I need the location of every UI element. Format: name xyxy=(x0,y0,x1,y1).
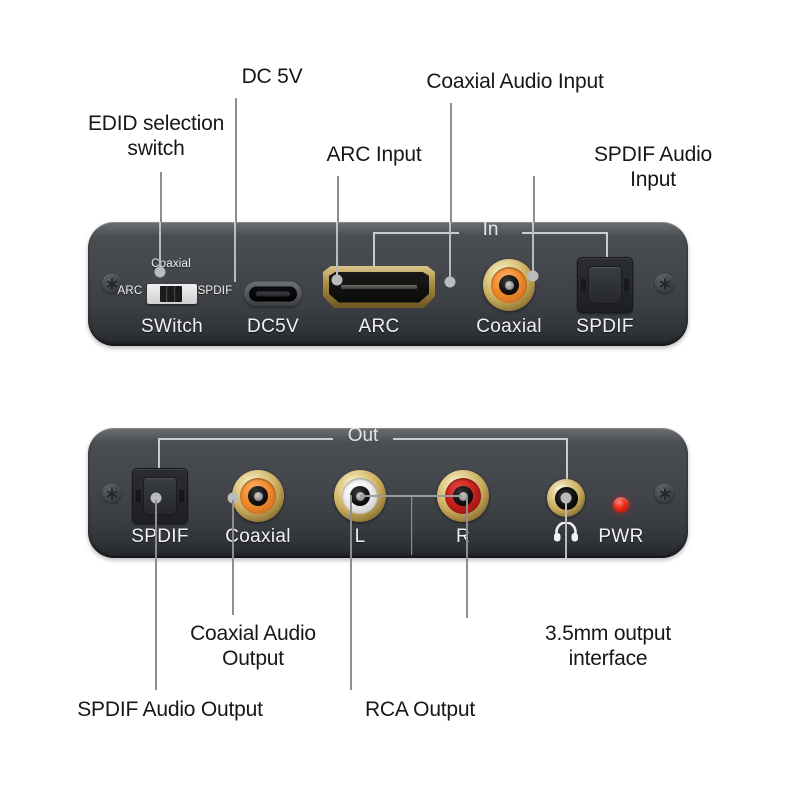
screw-right-top-panel xyxy=(655,274,674,293)
rca-coaxial-jack-icon[interactable] xyxy=(483,259,535,311)
optical-tab-left xyxy=(581,279,586,291)
toggle-actuator[interactable] xyxy=(160,286,182,302)
leader-line-jack35 xyxy=(466,498,468,618)
output-group-label: Out xyxy=(347,428,379,446)
rca-coaxial-out-icon[interactable] xyxy=(232,470,284,522)
rca-right-pin xyxy=(458,491,468,501)
optical-out-tab-left xyxy=(136,490,141,502)
leader-dot-arc xyxy=(331,274,343,286)
leader-dot-jack35 xyxy=(560,492,572,504)
edid-toggle-switch[interactable] xyxy=(147,284,197,304)
leader-stub-spdif xyxy=(532,222,534,274)
leader-line-rca-out xyxy=(350,495,352,690)
screw-left-bottom-panel xyxy=(102,484,121,503)
hdmi-blade xyxy=(341,285,417,289)
output-group-bracket: Out xyxy=(158,428,568,482)
screw-left-top-panel xyxy=(102,274,121,293)
switch-left-label: ARC xyxy=(117,285,143,297)
leader-dot-spdif-out xyxy=(150,492,162,504)
optical-door xyxy=(588,266,622,304)
rca-hole xyxy=(499,275,519,295)
switch-right-label: SPDIF xyxy=(197,285,233,297)
coaxial-out-caption: Coaxial xyxy=(225,526,291,547)
headphone-icon xyxy=(554,522,578,542)
callout-edid-selection-switch: EDID selection switch xyxy=(87,112,225,160)
rca-out-color-ring xyxy=(240,478,276,514)
leader-dot-spdif xyxy=(527,270,539,282)
callout-rca-output: RCA Output xyxy=(364,698,476,721)
hdmi-port-icon[interactable] xyxy=(323,266,435,308)
device-bottom-panel: Out SPDIF Coaxial L R xyxy=(88,428,688,558)
callout-spdif-audio-input: SPDIF Audio Input xyxy=(593,143,713,191)
optical-out-tab-right xyxy=(179,490,184,502)
input-group-label: In xyxy=(482,222,499,240)
dc5v-caption: DC5V xyxy=(247,316,299,337)
rca-right-hole xyxy=(453,486,473,506)
leader-line-coaxial xyxy=(450,103,452,283)
screw-right-bottom-panel xyxy=(655,484,674,503)
rca-color-ring xyxy=(491,267,527,303)
leader-line-coaxial-out xyxy=(232,500,234,615)
usb-c-tongue xyxy=(256,291,290,297)
leader-dot-coaxial xyxy=(444,276,456,288)
pwr-caption: PWR xyxy=(598,526,644,547)
input-group-bracket: In xyxy=(373,222,608,274)
device-top-panel: In Coaxial ARC SPDIF SWitch DC5V ARC Coa… xyxy=(88,222,688,346)
callout-arc-input: ARC Input xyxy=(326,143,422,166)
leader-stub-arc xyxy=(336,222,338,278)
rca-out-hole xyxy=(248,486,268,506)
callout-dc-5v: DC 5V xyxy=(241,65,303,88)
leader-stub-dc5v xyxy=(234,222,236,282)
power-led-icon xyxy=(613,497,629,513)
coaxial-in-caption: Coaxial xyxy=(476,316,542,337)
callout-3-5mm-output-interface: 3.5mm output interface xyxy=(545,622,671,670)
callout-coaxial-audio-input: Coaxial Audio Input xyxy=(426,70,604,93)
toslink-optical-port-icon[interactable] xyxy=(577,257,633,313)
leader-dot-edid xyxy=(154,266,166,278)
spdif-in-caption: SPDIF xyxy=(576,316,634,337)
hdmi-cavity xyxy=(329,271,429,303)
callout-spdif-audio-output: SPDIF Audio Output xyxy=(77,698,263,721)
usb-c-port-icon[interactable] xyxy=(244,281,302,307)
leader-stub-edid xyxy=(159,222,161,270)
rca-out-pin xyxy=(253,491,263,501)
rca-pair-link xyxy=(360,495,463,555)
arc-caption: ARC xyxy=(358,316,400,337)
leader-dot-coaxial-out xyxy=(227,492,239,504)
callout-coaxial-audio-output: Coaxial Audio Output xyxy=(190,622,316,670)
rca-pair-link-vertical xyxy=(410,495,413,555)
leader-stub-jack35 xyxy=(565,498,567,558)
spdif-out-caption: SPDIF xyxy=(131,526,189,547)
switch-caption: SWitch xyxy=(141,316,203,337)
leader-line-spdif-out xyxy=(155,500,157,690)
usb-c-slot xyxy=(249,286,297,302)
optical-tab-right xyxy=(624,279,629,291)
rca-left-caption: L xyxy=(354,526,366,547)
leader-line-dc5v xyxy=(235,98,237,294)
rca-pin xyxy=(504,280,514,290)
leader-stub-coaxial xyxy=(449,222,451,278)
leader-line-edid xyxy=(160,172,162,270)
